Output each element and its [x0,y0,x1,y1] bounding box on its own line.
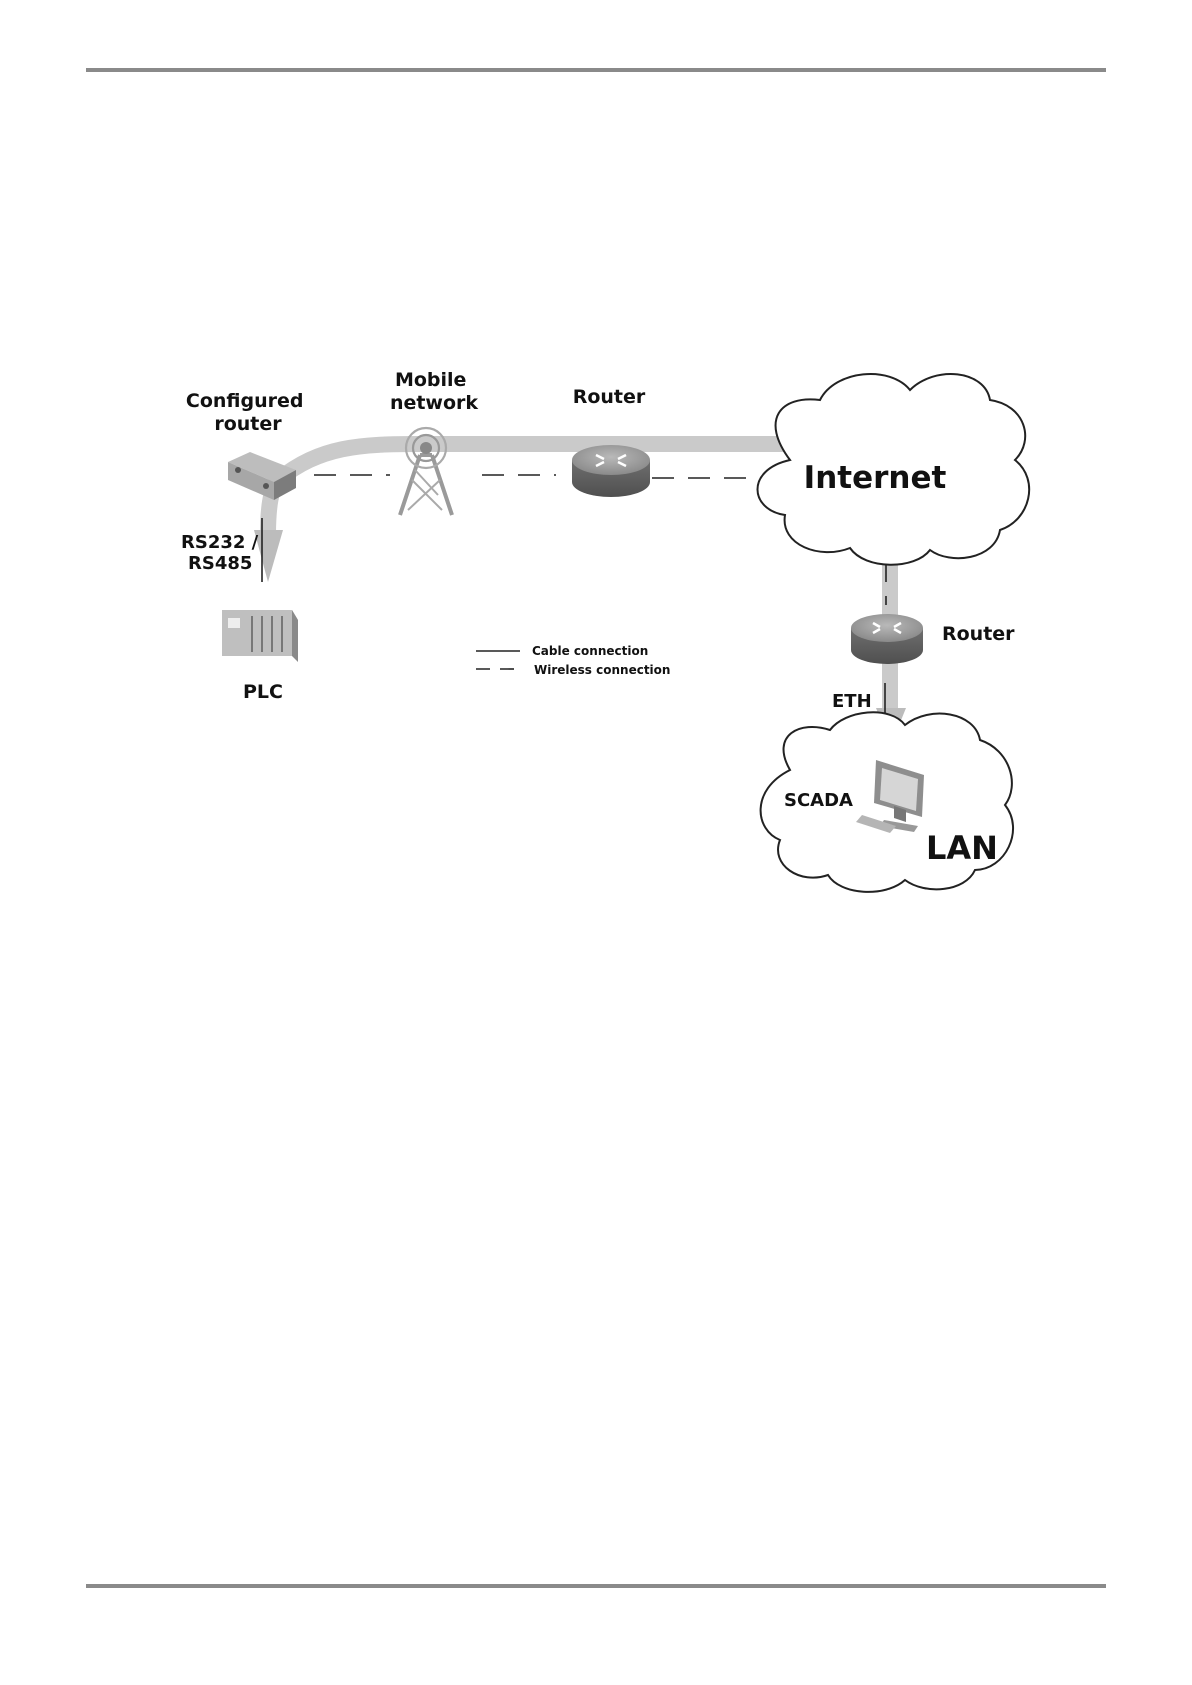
router-icon [851,614,923,664]
configured-router-icon [228,452,296,500]
router-top-label: Router [573,386,646,408]
legend-cable-label: Cable connection [532,644,648,658]
arrow-down-icon [254,530,283,582]
lan-label: LAN [926,829,998,867]
router-icon [572,445,650,497]
configured-router-label-line: Configured [186,390,304,412]
mobile-network-label-line: network [390,392,478,414]
plc-label: PLC [243,681,283,703]
mobile-network-label: Mobile network [390,369,478,414]
mobile-network-label-line: Mobile [395,369,466,391]
plc-icon [222,610,298,662]
internet-label: Internet [804,460,947,496]
cable-connections [262,518,885,735]
scada-label: SCADA [784,790,853,811]
rs485-label: RS485 [188,553,252,574]
router-right-label: Router [942,623,1015,645]
rs232-label: RS232 / [181,532,259,553]
configured-router-label: Configured router [186,390,310,435]
legend: Cable connection Wireless connection [476,644,670,677]
eth-label: ETH [832,691,872,712]
configured-router-label-line: router [214,413,282,435]
legend-wireless-label: Wireless connection [534,663,670,677]
